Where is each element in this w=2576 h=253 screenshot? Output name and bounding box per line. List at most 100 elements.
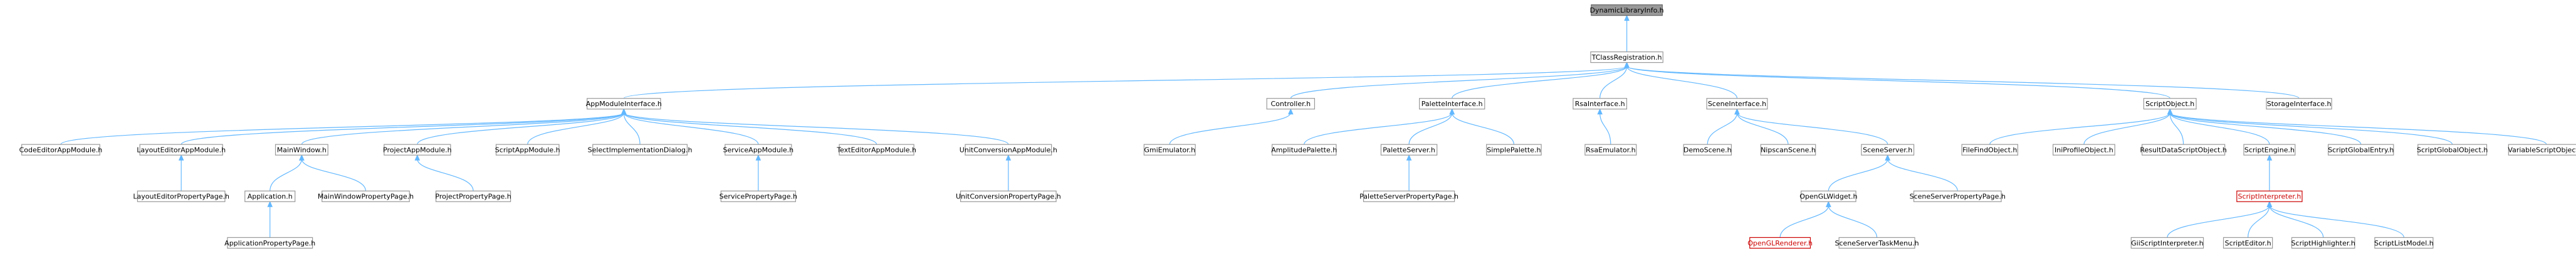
node-code-editor-app-module[interactable]: CodeEditorAppModule.h	[19, 144, 103, 156]
node-project-app-module[interactable]: ProjectAppModule.h	[383, 144, 452, 156]
edge-rsa-interface-to-tclass-registration	[1600, 66, 1628, 99]
node-box	[725, 144, 792, 156]
node-box	[839, 144, 914, 156]
node-script-global-entry[interactable]: ScriptGlobalEntry.h	[2328, 144, 2394, 156]
arrowhead-icon	[2266, 154, 2273, 161]
node-application[interactable]: Application.h	[244, 190, 296, 202]
node-nipscan-scene[interactable]: NipscanScene.h	[1760, 144, 1816, 156]
node-box	[2142, 144, 2226, 156]
node-box	[2417, 144, 2488, 156]
node-text-editor-app-module[interactable]: TextEditorAppModule.h	[836, 144, 916, 156]
node-box	[2053, 144, 2115, 156]
node-result-data-script-object[interactable]: ResultDataScriptObject.h	[2140, 144, 2227, 156]
node-label: LayoutEditorPropertyPage.h	[133, 193, 229, 201]
arrowhead-icon	[1288, 108, 1294, 115]
node-app-module-interface[interactable]: AppModuleInterface.h	[586, 98, 662, 110]
node-main-window-property-page[interactable]: MainWindowPropertyPage.h	[318, 190, 414, 202]
node-box	[1584, 144, 1637, 156]
edge-storage-interface-to-tclass-registration	[1626, 66, 2300, 99]
node-select-implementation-dialog[interactable]: SelectImplementationDialog.h	[588, 144, 693, 156]
node-label: Controller.h	[1271, 100, 1311, 108]
node-open-glwidget[interactable]: OpenGLWidget.h	[1799, 190, 1857, 202]
node-storage-interface[interactable]: StorageInterface.h	[2266, 98, 2332, 110]
node-palette-interface[interactable]: PaletteInterface.h	[1419, 98, 1485, 110]
node-gmi-emulator[interactable]: GmiEmulator.h	[1143, 144, 1196, 156]
node-label: SceneServer.h	[1863, 146, 1912, 154]
arrowhead-icon	[1826, 200, 1831, 207]
node-script-app-module[interactable]: ScriptAppModule.h	[495, 144, 560, 156]
node-box	[592, 144, 688, 156]
node-label: TClassRegistration.h	[1591, 53, 1662, 62]
node-unit-conversion-property-page[interactable]: UnitConversionPropertyPage.h	[956, 190, 1061, 202]
node-service-property-page[interactable]: ServicePropertyPage.h	[720, 190, 797, 202]
node-label: CodeEditorAppModule.h	[19, 146, 103, 154]
node-script-global-object[interactable]: ScriptGlobalObject.h	[2417, 144, 2488, 156]
node-box	[1266, 98, 1316, 110]
node-box	[1590, 51, 1663, 63]
node-variable-script-object[interactable]: VariableScriptObject.h	[2508, 144, 2576, 156]
node-scene-interface[interactable]: SceneInterface.h	[1706, 98, 1768, 110]
node-scene-server-task-menu[interactable]: SceneServerTaskMenu.h	[1835, 237, 1919, 249]
node-label: ProjectPropertyPage.h	[435, 193, 511, 201]
node-application-property-page[interactable]: ApplicationPropertyPage.h	[224, 237, 315, 249]
node-service-app-module[interactable]: ServiceAppModule.h	[723, 144, 794, 156]
arrowhead-icon	[178, 154, 184, 161]
edge-open-glrenderer-to-open-glwidget	[1779, 205, 1829, 238]
node-box	[1961, 144, 2018, 156]
node-open-glrenderer[interactable]: OpenGLRenderer.h	[1747, 237, 1813, 249]
node-amplitude-palette[interactable]: AmplitudePalette.h	[1271, 144, 1337, 156]
edge-rsa-emulator-to-rsa-interface	[1600, 112, 1611, 145]
node-file-find-object[interactable]: FileFindObject.h	[1961, 144, 2018, 156]
node-rsa-emulator[interactable]: RsaEmulator.h	[1584, 144, 1637, 156]
node-dynamic-library-info[interactable]: DynamicLibraryInfo.h	[1590, 4, 1664, 16]
node-unit-conversion-app-module[interactable]: UnitConversionAppModule.h	[960, 144, 1057, 156]
node-script-interpreter[interactable]: ScriptInterpreter.h	[2236, 190, 2303, 202]
node-label: SceneInterface.h	[1708, 100, 1766, 108]
node-box	[384, 144, 451, 156]
node-project-property-page[interactable]: ProjectPropertyPage.h	[435, 190, 511, 202]
edges-layer	[60, 14, 2547, 238]
edge-palette-interface-to-tclass-registration	[1452, 66, 1628, 99]
node-layout-editor-property-page[interactable]: LayoutEditorPropertyPage.h	[133, 190, 229, 202]
edge-project-property-page-to-project-app-module	[417, 158, 474, 191]
node-tclass-registration[interactable]: TClassRegistration.h	[1590, 51, 1663, 63]
node-controller[interactable]: Controller.h	[1266, 98, 1316, 110]
node-scene-server[interactable]: SceneServer.h	[1861, 144, 1915, 156]
node-main-window[interactable]: MainWindow.h	[275, 144, 328, 156]
arrowhead-icon	[2266, 200, 2273, 207]
node-script-object[interactable]: ScriptObject.h	[2143, 98, 2197, 110]
node-gii-script-interpreter[interactable]: GiiScriptInterpreter.h	[2130, 237, 2204, 249]
node-demo-scene[interactable]: DemoScene.h	[1683, 144, 1732, 156]
edge-scene-server-to-scene-interface	[1736, 112, 1888, 145]
node-box	[1706, 98, 1768, 110]
edge-unit-conversion-app-module-to-app-module-interface	[623, 112, 1009, 145]
node-palette-server-property-page[interactable]: PaletteServerPropertyPage.h	[1359, 190, 1458, 202]
node-script-editor[interactable]: ScriptEditor.h	[2223, 237, 2273, 249]
node-script-list-model[interactable]: ScriptListModel.h	[2374, 237, 2434, 249]
node-label: ServiceAppModule.h	[723, 146, 794, 154]
node-label: AppModuleInterface.h	[586, 100, 662, 108]
node-box	[1591, 4, 1663, 16]
node-label: SceneServerPropertyPage.h	[1910, 193, 2006, 201]
arrowhead-icon	[414, 154, 421, 161]
node-script-highlighter[interactable]: ScriptHighlighter.h	[2291, 237, 2355, 249]
edge-scene-server-property-page-to-scene-server	[1887, 158, 1958, 191]
node-box	[275, 144, 328, 156]
node-label: ResultDataScriptObject.h	[2140, 146, 2226, 154]
node-script-engine[interactable]: ScriptEngine.h	[2243, 144, 2296, 156]
node-box	[21, 144, 100, 156]
node-scene-server-property-page[interactable]: SceneServerPropertyPage.h	[1910, 190, 2006, 202]
node-label: VariableScriptObject.h	[2508, 146, 2576, 154]
node-simple-palette[interactable]: SimplePalette.h	[1486, 144, 1542, 156]
node-box	[1143, 144, 1196, 156]
edge-main-window-to-app-module-interface	[301, 112, 624, 145]
node-box	[1801, 190, 1856, 202]
edge-variable-script-object-to-script-object	[2169, 112, 2547, 145]
node-rsa-interface[interactable]: RsaInterface.h	[1573, 98, 1628, 110]
node-ini-profile-object[interactable]: IniProfileObject.h	[2053, 144, 2115, 156]
node-layout-editor-app-module[interactable]: LayoutEditorAppModule.h	[137, 144, 226, 156]
node-label: Application.h	[248, 193, 293, 201]
arrowhead-icon	[1449, 108, 1455, 115]
node-palette-server[interactable]: PaletteServer.h	[1380, 144, 1438, 156]
edge-code-editor-app-module-to-app-module-interface	[60, 112, 624, 145]
